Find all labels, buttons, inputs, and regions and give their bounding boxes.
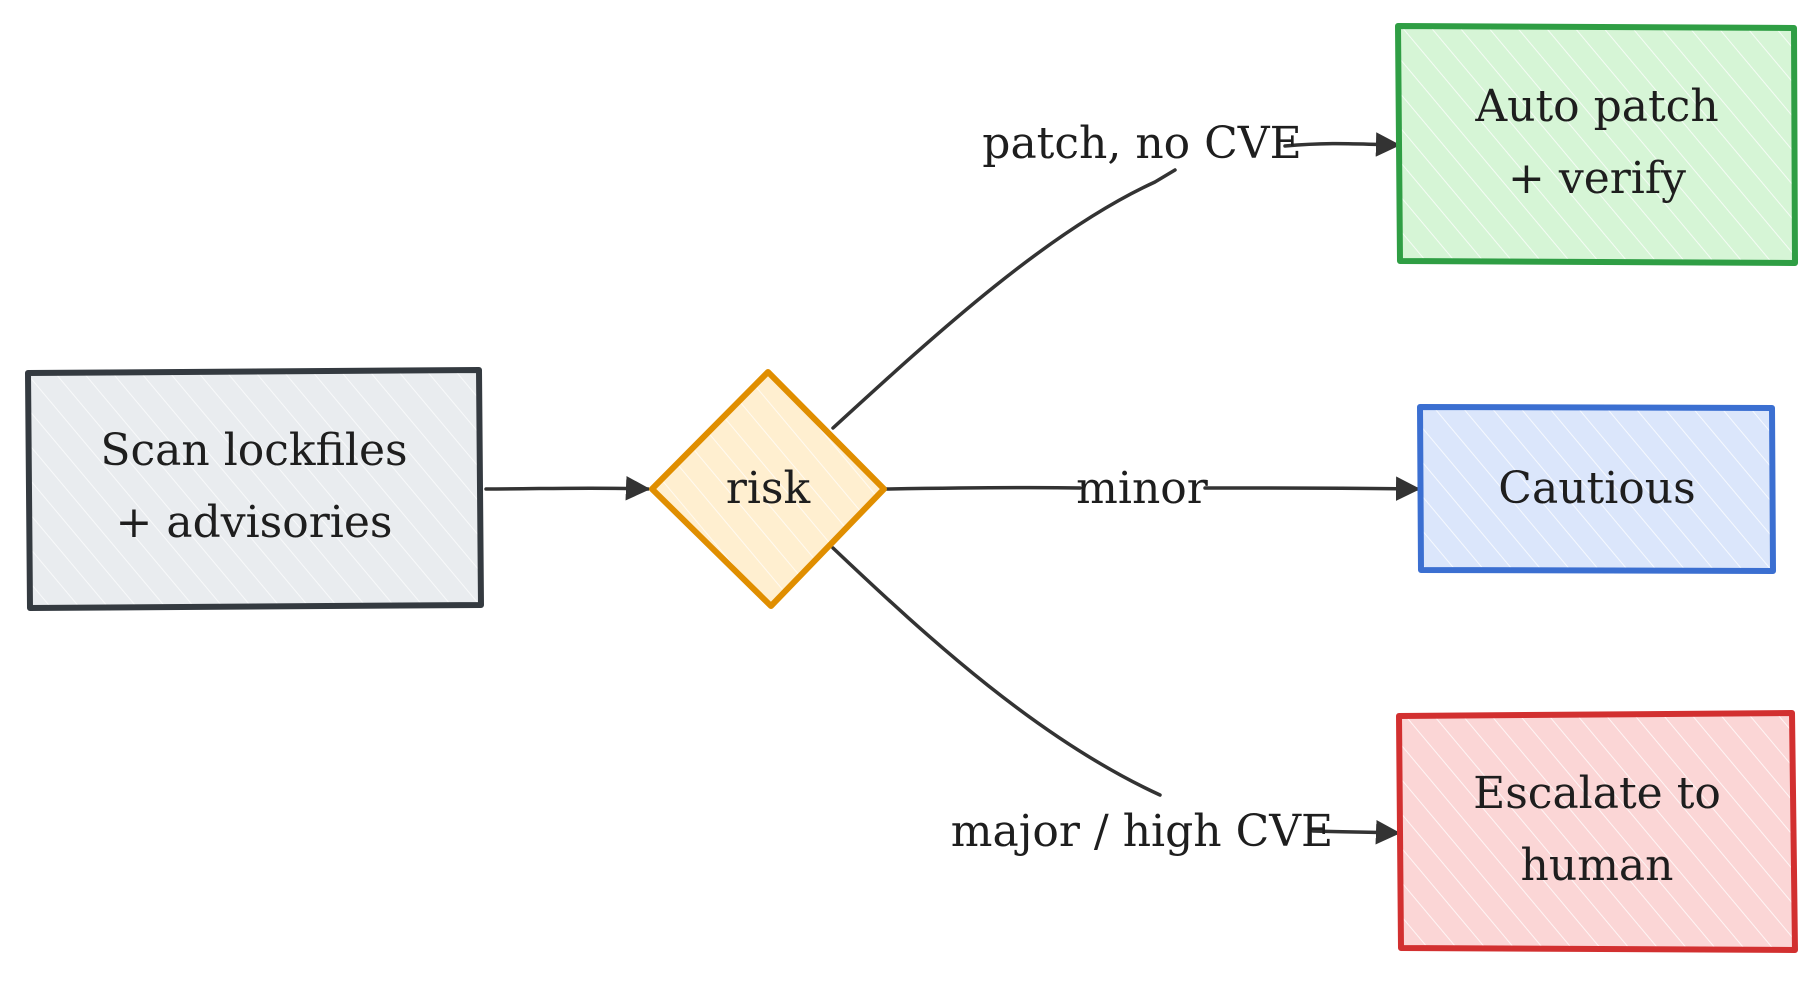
edge-label-major-high-cve: major / high CVE xyxy=(951,806,1333,857)
node-label: risk xyxy=(726,463,811,514)
edge-risk-to-cautious: minor xyxy=(884,463,1421,514)
edge-line xyxy=(1203,476,1421,501)
edge-label-minor: minor xyxy=(1076,463,1209,514)
node-shape xyxy=(1417,404,1776,574)
edge-risk-to-auto-patch: patch, no CVE xyxy=(831,118,1401,430)
node-scan-lockfiles: Scan lockfiles + advisories xyxy=(25,367,484,611)
edge-line xyxy=(831,546,1162,797)
edge-line xyxy=(1283,132,1401,157)
node-label: Cautious xyxy=(1498,463,1695,514)
node-label-line-1: Escalate to xyxy=(1473,768,1721,819)
edge-label-patch-no-cve: patch, no CVE xyxy=(982,118,1301,169)
edge-scan-to-risk xyxy=(484,475,651,501)
node-escalate-to-human: Escalate to human xyxy=(1396,710,1798,953)
node-label-line-2: human xyxy=(1521,840,1674,891)
node-cautious: Cautious xyxy=(1417,404,1776,574)
node-label-line-2: + verify xyxy=(1508,153,1686,204)
node-label-line-2: + advisories xyxy=(116,497,393,548)
node-risk-decision: risk xyxy=(649,369,887,609)
edge-line xyxy=(884,485,1082,491)
node-shape xyxy=(1396,710,1798,953)
node-label-line-1: Auto patch xyxy=(1474,81,1718,132)
node-label-line-1: Scan lockfiles xyxy=(100,425,407,476)
node-shape xyxy=(649,369,887,609)
node-shape xyxy=(25,367,484,611)
node-auto-patch: Auto patch + verify xyxy=(1395,23,1798,266)
node-shape xyxy=(1395,23,1798,266)
edge-line xyxy=(831,168,1177,430)
edge-line xyxy=(1311,819,1401,845)
edge-risk-to-escalate: major / high CVE xyxy=(831,546,1401,857)
edge-line xyxy=(484,475,651,501)
